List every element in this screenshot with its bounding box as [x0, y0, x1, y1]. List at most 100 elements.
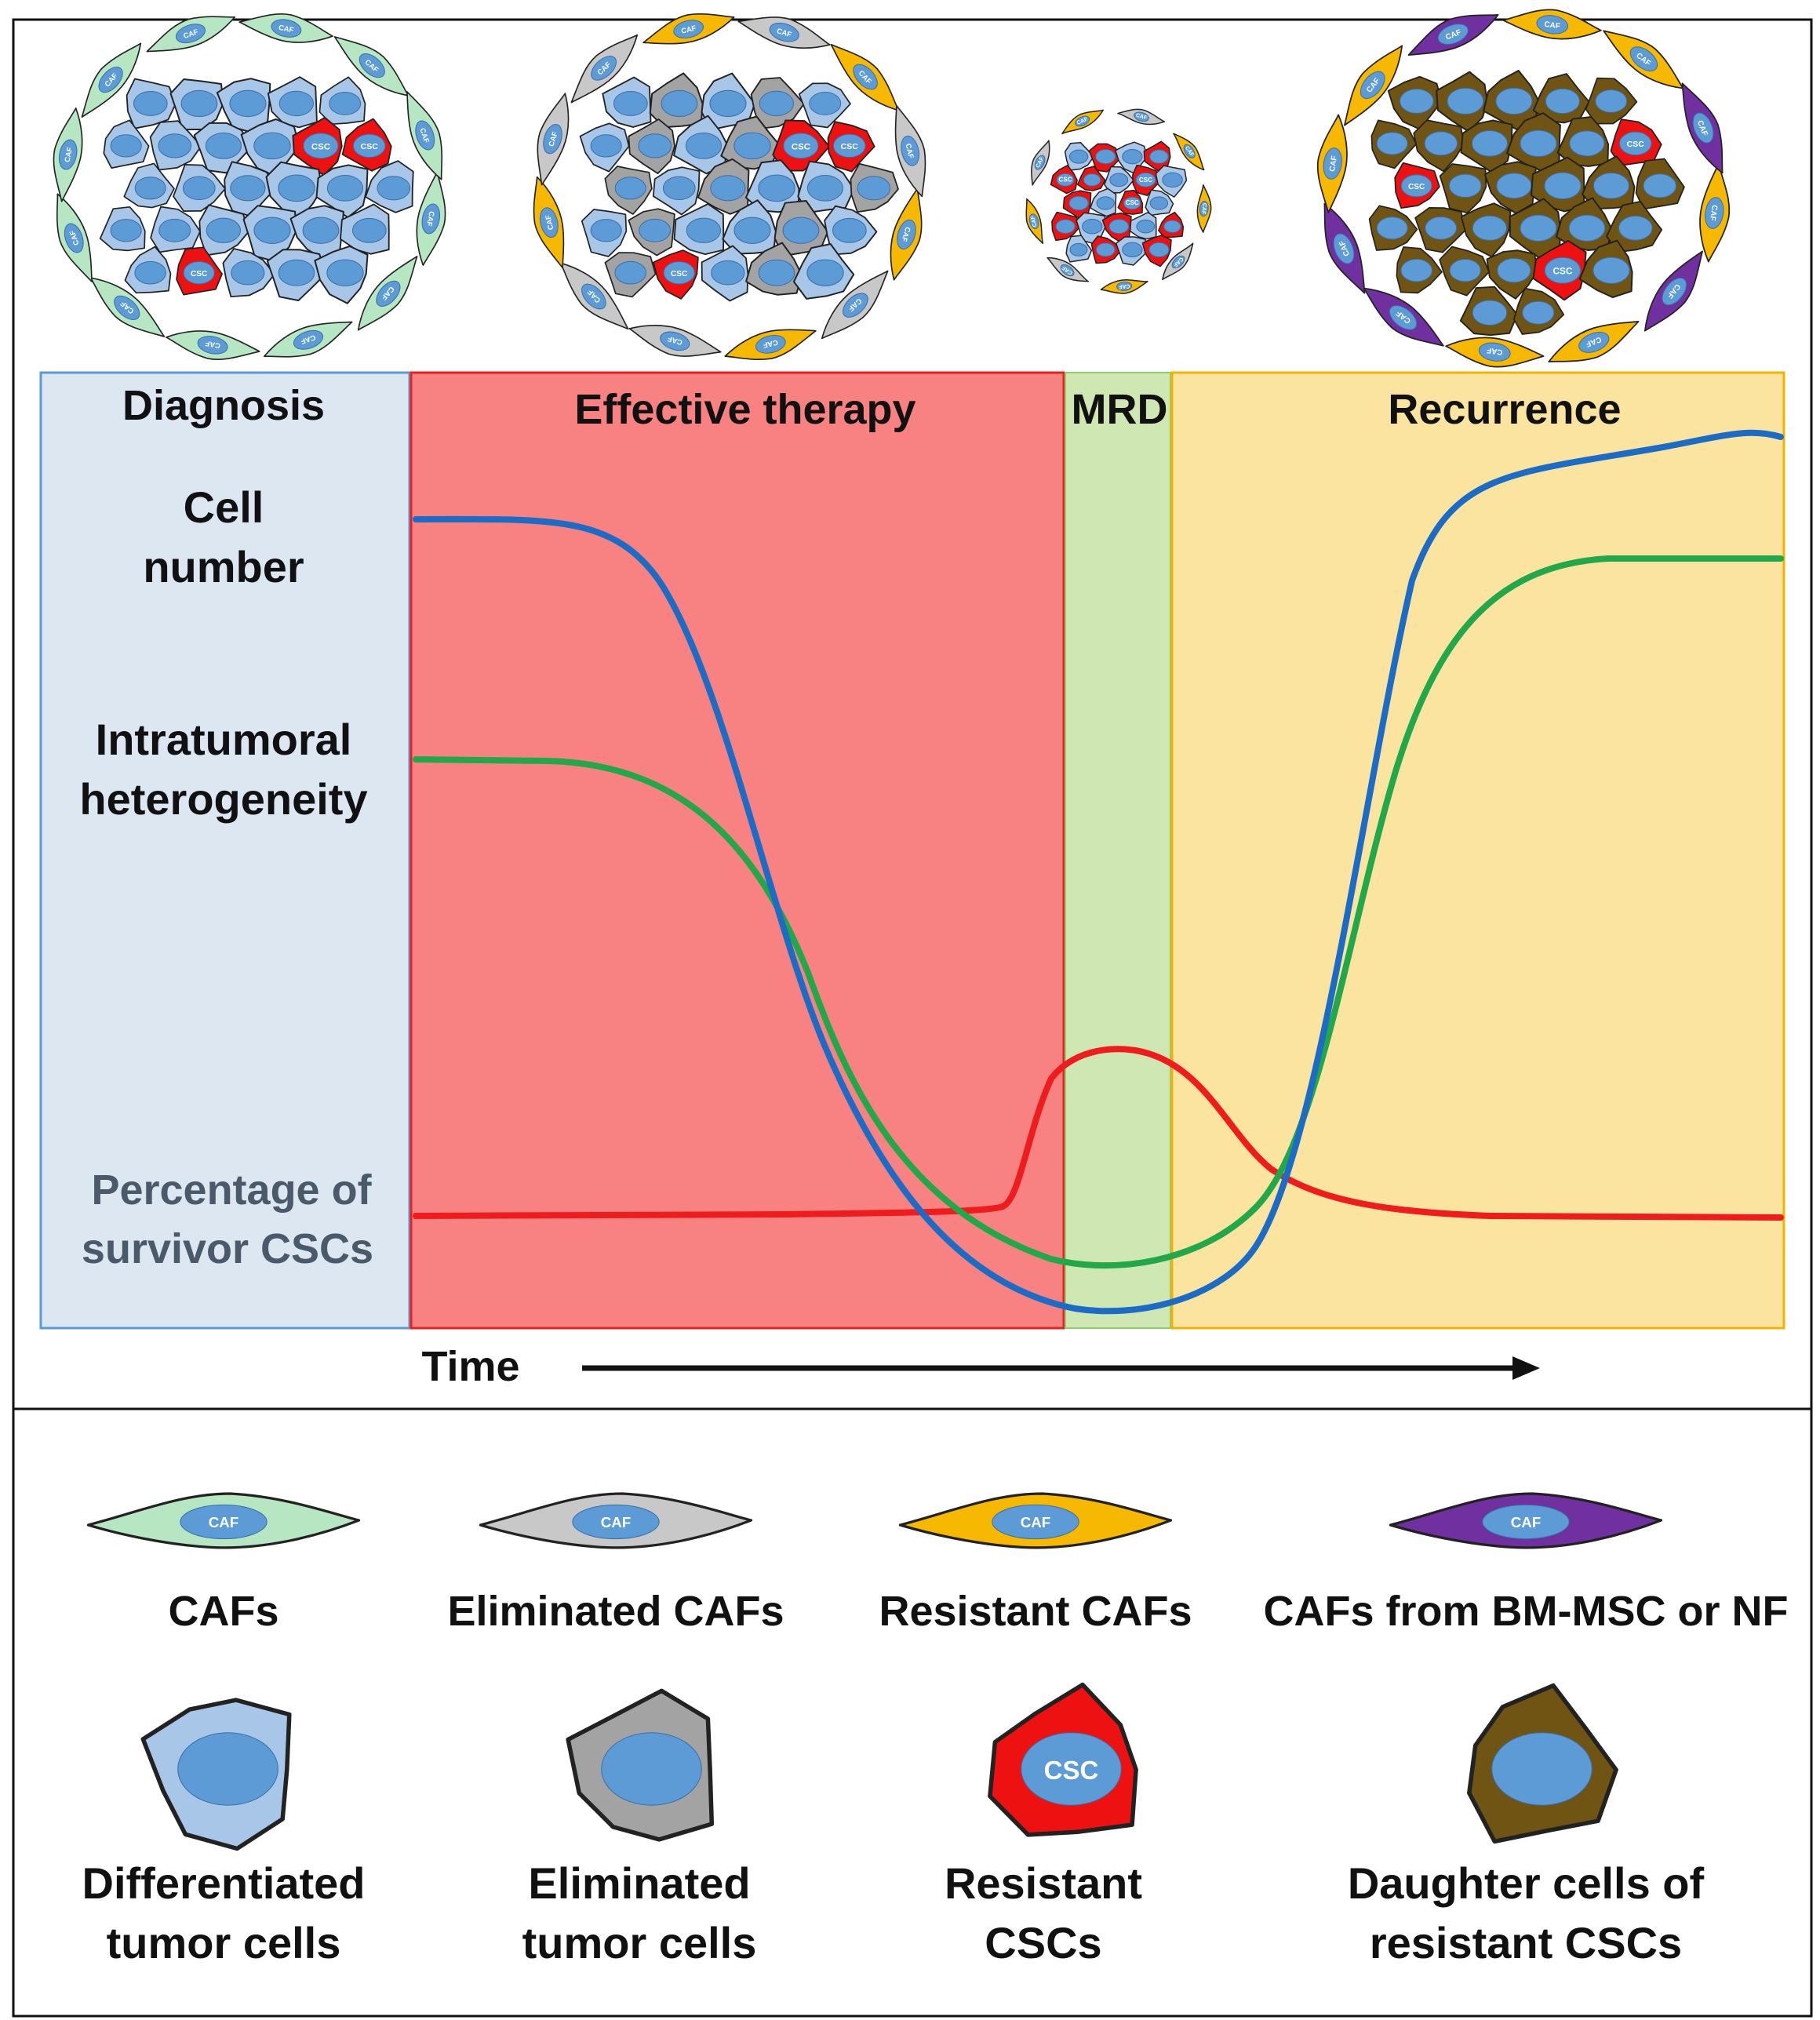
svg-text:CSC: CSC — [1139, 177, 1152, 184]
legend-tumor-cell-icon — [140, 1698, 292, 1851]
legend-tumor-cell-icon — [566, 1688, 715, 1842]
cell-number-label-line2: number — [143, 542, 304, 591]
phase-mrd-panel — [1065, 372, 1171, 1329]
cluster-tumor-cell — [581, 209, 628, 257]
cluster-caf-cell: CAF — [642, 13, 735, 45]
cluster-tumor-cell — [1483, 70, 1540, 131]
cluster-tumor-cell — [1368, 205, 1418, 251]
svg-text:CSC: CSC — [191, 270, 208, 278]
cluster-tumor-cell — [824, 205, 878, 256]
svg-text:CAF: CAF — [1487, 345, 1504, 356]
cluster-tumor-cell — [1155, 165, 1188, 198]
cluster-tumor-cell — [1158, 211, 1185, 238]
svg-text:CAF: CAF — [1118, 283, 1130, 289]
cluster-tumor-cell — [193, 122, 253, 174]
cluster-tumor-cell — [1578, 239, 1633, 298]
cluster-caf-cell: CAF — [890, 187, 923, 281]
curve-cell-number — [413, 429, 1784, 1315]
cluster-tumor-cell — [1439, 246, 1491, 297]
cluster-caf-cell: CAF — [1173, 133, 1205, 171]
cluster-caf-cell: CAF — [81, 42, 142, 118]
svg-text:CAF: CAF — [1328, 155, 1339, 173]
svg-text:CSC: CSC — [1126, 199, 1139, 206]
cluster-caf-cell: CAF — [628, 325, 722, 357]
svg-text:CAF: CAF — [1511, 1514, 1541, 1530]
legend-caf-label: Eliminated CAFs — [447, 1588, 784, 1635]
cluster-caf-cell: CAF — [1316, 114, 1348, 213]
cluster-tumor-cell — [798, 82, 851, 129]
svg-text:CAF: CAF — [544, 214, 555, 231]
cluster-tumor-cell — [652, 166, 701, 216]
phase-recurrence-title: Recurrence — [1388, 386, 1621, 433]
cluster-tumor-cell — [1076, 166, 1106, 191]
cluster-tumor-cell — [579, 122, 630, 173]
cluster-tumor-cell — [1436, 71, 1488, 133]
cluster-tumor-cell — [123, 162, 175, 209]
cluster-tumor-cell — [673, 203, 725, 256]
legend-caf-icon: CAF — [86, 1492, 361, 1549]
cluster-tumor-cell — [774, 200, 829, 257]
svg-text:CSC: CSC — [311, 142, 330, 151]
cluster-tumor-cell — [649, 72, 704, 129]
csc-label-line2: survivor CSCs — [82, 1225, 373, 1272]
svg-text:CAF: CAF — [63, 147, 74, 163]
legend-tumor-cell-label: Differentiated — [82, 1858, 366, 1908]
phase-therapy-title: Effective therapy — [574, 386, 915, 433]
cluster-tumor-cell — [744, 159, 800, 213]
cluster-tumor-cell — [1459, 286, 1519, 337]
cluster-tumor-cell — [1370, 119, 1418, 169]
cluster-tumor-cell — [1413, 119, 1465, 173]
cluster-caf-cell: CAF — [416, 171, 446, 266]
cluster-tumor-cell — [1088, 143, 1123, 173]
cluster-tumor-cell — [604, 252, 657, 298]
svg-text:CSC: CSC — [671, 270, 688, 278]
legend-caf-label: CAFs from BM-MSC or NF — [1264, 1588, 1789, 1635]
cluster-tumor-cell — [365, 160, 414, 213]
cluster-caf-cell: CAF — [570, 34, 639, 104]
cluster-caf-cell: CAF — [830, 43, 900, 111]
cluster-recurrence: CSCCSCCSCCAFCAFCAFCAFCAFCAFCAFCAFCAFCAFC… — [1316, 9, 1731, 368]
cluster-tumor-cell — [720, 115, 782, 170]
legend-tumor-cell-icon: CSC — [988, 1682, 1138, 1837]
cluster-tumor-cell — [216, 78, 271, 133]
cluster-caf-cell: CAF — [737, 16, 831, 49]
svg-text:CSC: CSC — [792, 142, 810, 151]
phase-diagnosis-panel — [39, 371, 411, 1330]
svg-text:CAF: CAF — [278, 24, 294, 35]
legend-tumor-cell-label: Daughter cells of — [1348, 1858, 1705, 1908]
cluster-caf-cell: CAF — [238, 13, 333, 43]
cluster-caf-cell: CAF — [894, 104, 926, 198]
cluster-tumor-cell — [1064, 142, 1094, 171]
cluster-caf-cell: CAF — [1502, 9, 1602, 40]
phase-mrd-title: MRD — [1072, 386, 1168, 433]
cluster-tumor-cell — [224, 161, 276, 217]
cluster-tumor-cell — [1065, 235, 1093, 263]
legend-caf-icon: CAF — [1389, 1492, 1663, 1549]
cluster-tumor-cell — [103, 119, 150, 169]
cluster-tumor-cell — [340, 203, 390, 255]
cluster-tumor-cell — [124, 246, 172, 294]
cluster-tumor-cell — [793, 243, 855, 300]
cluster-tumor-cell — [1414, 207, 1467, 253]
cluster-tumor-cell: CSC — [1117, 189, 1144, 215]
cluster-tumor-cell — [1062, 190, 1092, 220]
svg-text:CAF: CAF — [680, 24, 697, 35]
phase-recurrence-panel — [1170, 371, 1785, 1330]
cluster-tumor-cell — [267, 76, 318, 129]
svg-text:CSC: CSC — [841, 142, 859, 151]
heterogeneity-label-line1: Intratumoral — [96, 715, 352, 764]
cluster-tumor-cell — [126, 78, 177, 129]
cluster-tumor-cell — [99, 206, 146, 252]
legend-caf-label: Resistant CAFs — [879, 1588, 1192, 1635]
svg-text:CAF: CAF — [1200, 202, 1207, 215]
svg-text:CAF: CAF — [762, 338, 778, 349]
cluster-tumor-cell: CSC — [292, 116, 343, 177]
cluster-caf-cell: CAF — [533, 176, 565, 269]
cluster-tumor-cell — [1090, 235, 1122, 264]
cluster-tumor-cell — [1532, 73, 1590, 124]
svg-text:CSC: CSC — [1627, 140, 1645, 149]
svg-text:CSC: CSC — [361, 142, 379, 151]
